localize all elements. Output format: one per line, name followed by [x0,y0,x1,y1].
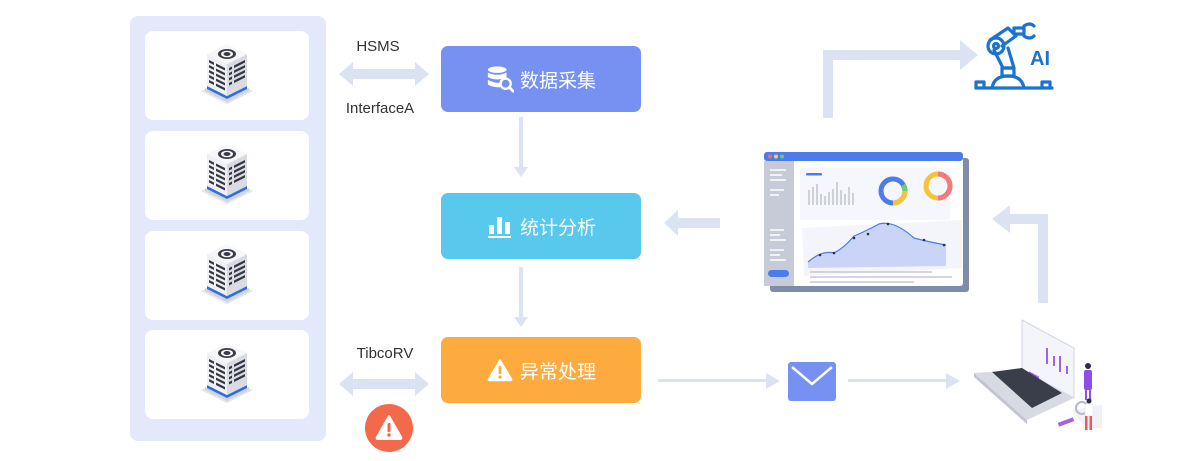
laptop-analytics-illustration [972,308,1102,438]
protocol-label-interfacea: InterfaceA [345,100,415,117]
equipment-card[interactable] [145,231,309,320]
bidirectional-arrow-bottom [339,372,429,396]
envelope-icon[interactable] [788,362,836,401]
process-box-statistical-analysis[interactable]: 统计分析 [441,193,641,259]
bidirectional-arrow-top [339,62,429,86]
process-label: 数据采集 [519,70,596,92]
equipment-card[interactable] [145,31,309,120]
arrow-up-left-laptop-to-dashboard [992,205,1052,305]
bar-chart-icon [486,212,514,240]
arrow-down-analyze-to-exception [514,267,528,329]
process-box-data-collection[interactable]: 数据采集 [441,46,641,112]
equipment-card[interactable] [145,131,309,220]
process-label: 异常处理 [519,361,596,383]
equipment-panel [130,16,326,441]
protocol-label-hsms: HSMS [356,38,400,55]
database-search-icon [486,65,514,93]
server-building-icon [197,142,257,210]
arrow-up-right-to-ai [820,38,980,118]
ai-robot[interactable]: AI [972,22,1064,92]
arrow-down-collect-to-analyze [514,117,528,179]
warning-circle-icon [365,404,413,452]
arrow-right-exception-to-mail [658,371,780,391]
equipment-card[interactable] [145,330,309,419]
process-box-exception-handling[interactable]: 异常处理 [441,337,641,403]
server-building-icon [197,242,257,310]
ai-label: AI [1030,48,1050,70]
arrow-right-mail-to-laptop [848,371,960,391]
arrow-left-dashboard-to-analyze [664,208,722,238]
server-building-icon [197,341,257,409]
warning-icon [486,356,514,384]
protocol-label-tibcorv: TibcoRV [356,345,414,362]
dashboard-illustration [764,150,969,295]
server-building-icon [197,42,257,110]
process-label: 统计分析 [519,217,596,239]
